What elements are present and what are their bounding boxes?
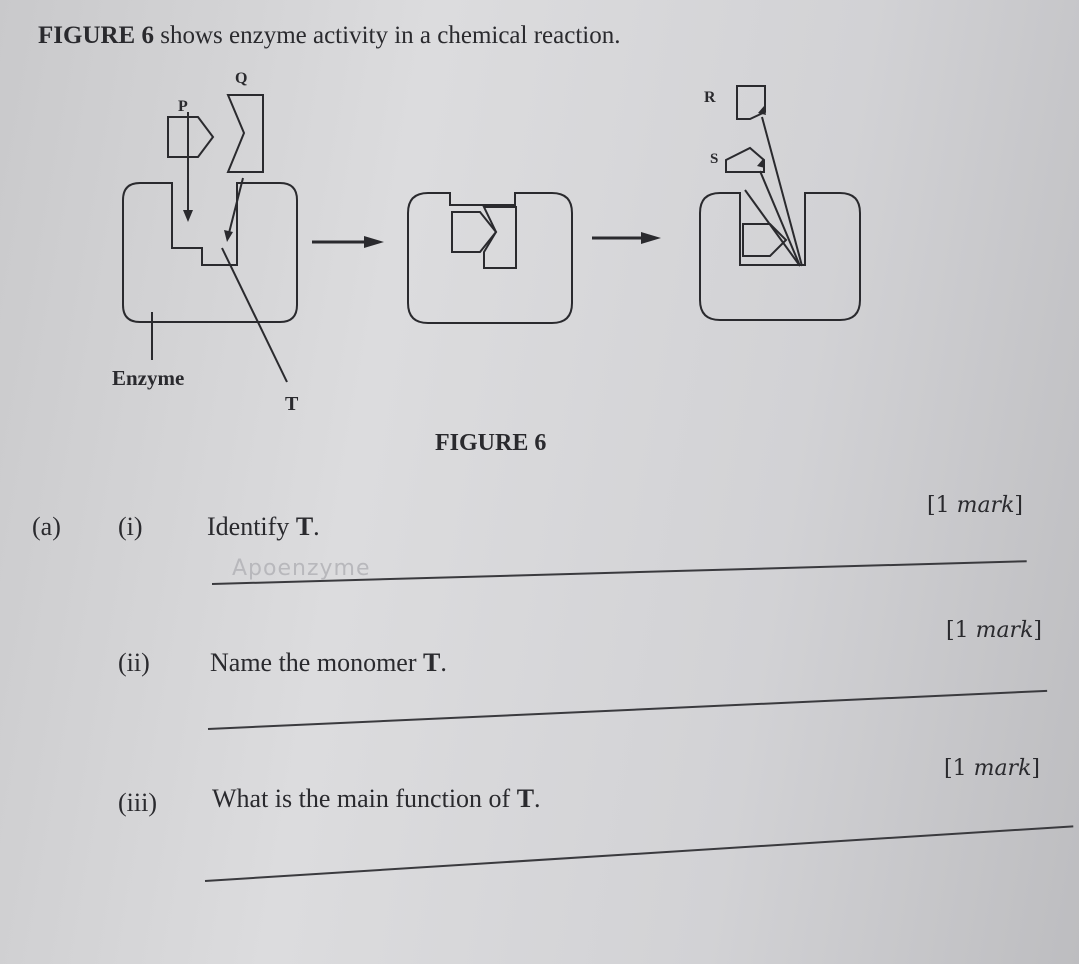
answer-line-iii[interactable]	[204, 825, 1074, 882]
question-i-number: (i)	[118, 512, 143, 541]
label-r: R	[704, 89, 716, 106]
product-r	[736, 85, 766, 120]
question-i-text: Identify T.	[207, 512, 320, 541]
label-s: S	[710, 151, 718, 167]
label-p: P	[178, 98, 188, 115]
answer-line-ii[interactable]	[207, 689, 1048, 730]
product-in-site	[742, 223, 788, 257]
complex-substrate-q	[482, 206, 517, 269]
question-i-mark: [1 mark]	[927, 493, 1023, 518]
question-iii-mark: [1 mark]	[944, 756, 1040, 781]
label-q: Q	[235, 70, 247, 87]
enzyme-diagram: P Q R S T Enzyme	[112, 70, 861, 415]
enzyme-1-body	[122, 182, 298, 323]
enzyme-2-body	[407, 192, 573, 324]
part-label: (a)	[32, 512, 61, 541]
question-iii-text: What is the main function of T.	[212, 784, 541, 813]
question-ii-number: (ii)	[118, 648, 150, 677]
substrate-p	[167, 116, 215, 158]
question-i-answer: Apoenzyme	[232, 556, 371, 581]
complex-substrate-p	[451, 211, 498, 253]
question-ii-text: Name the monomer T.	[210, 648, 447, 677]
product-s	[725, 146, 765, 173]
label-enzyme: Enzyme	[112, 366, 184, 390]
reaction-arrow-2	[592, 232, 661, 244]
question-iii-number: (iii)	[118, 788, 157, 817]
substrate-q	[226, 94, 264, 173]
figure-reference: FIGURE 6	[38, 22, 154, 49]
figure-caption: FIGURE 6	[435, 430, 547, 456]
reaction-arrow-1	[312, 236, 384, 248]
enzyme-3-body	[699, 192, 861, 321]
intro-text: shows enzyme activity in a chemical reac…	[153, 22, 621, 49]
label-t: T	[285, 393, 299, 415]
question-ii-mark: [1 mark]	[946, 618, 1042, 643]
intro-sentence: FIGURE 6 shows enzyme activity in a chem…	[38, 22, 620, 50]
